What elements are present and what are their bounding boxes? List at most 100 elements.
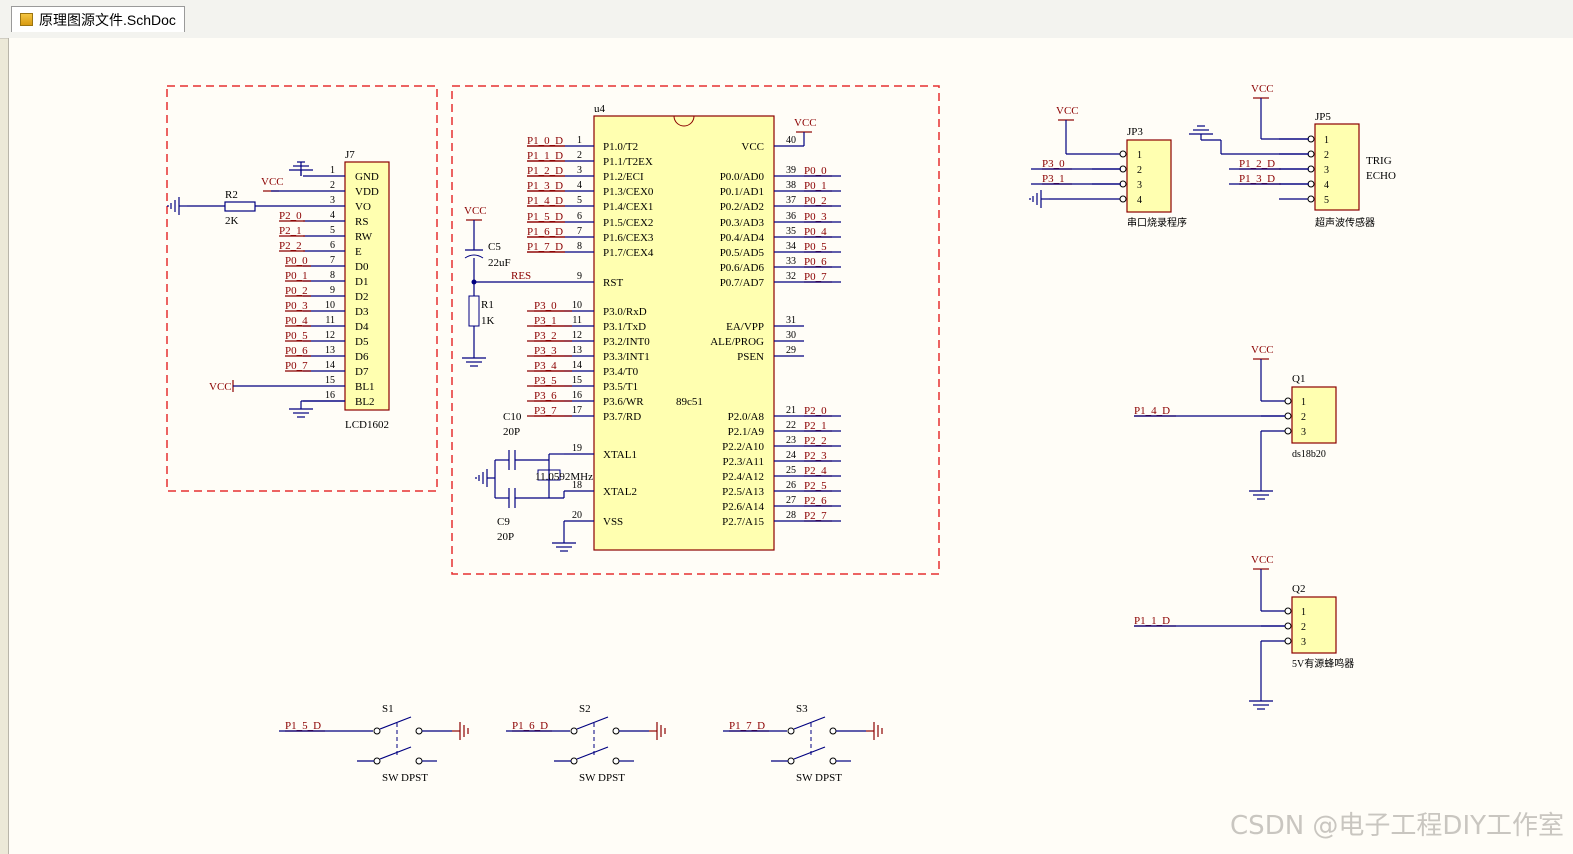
r1-value: 1K (481, 315, 495, 327)
switch-contact (829, 727, 837, 735)
net-label: P1_2_D (1239, 158, 1275, 170)
net-label: P0_1 (285, 270, 308, 282)
q1-body (1291, 386, 1337, 444)
net-label: P0_0 (804, 165, 827, 177)
net-label: P0_4 (285, 315, 308, 327)
net-label: P3_0 (534, 300, 557, 312)
pin-number: 2 (1137, 165, 1142, 176)
net-label: P1_1_D (527, 150, 563, 162)
switch-ref: S2 (579, 703, 591, 715)
pin-name: P2.3/A11 (723, 456, 764, 468)
pin-name: P0.1/AD1 (720, 186, 764, 198)
switch-contact (570, 727, 578, 735)
net-label: P0_2 (285, 285, 308, 297)
pin-number: 13 (572, 345, 582, 356)
pin-name: P2.2/A10 (722, 441, 764, 453)
pin-number: 32 (786, 271, 796, 282)
c5-plate (464, 254, 484, 259)
pin-name: XTAL2 (603, 486, 637, 498)
net-label: P0_6 (285, 345, 308, 357)
pin-name: D1 (355, 276, 368, 288)
switch-lever (379, 746, 412, 760)
switch-contact (570, 757, 578, 765)
pin-number: 2 (1324, 150, 1329, 161)
u4-value: 89c51 (676, 396, 703, 408)
net-label: P0_6 (804, 256, 827, 268)
c5-value: 22uF (488, 257, 511, 269)
pin-number: 6 (577, 211, 582, 222)
pin-name: P1.3/CEX0 (603, 186, 654, 198)
pin-name: P1.4/CEX1 (603, 201, 653, 213)
pin-number: 14 (325, 360, 335, 371)
net-label: P3_4 (534, 360, 557, 372)
switch-lever (379, 716, 412, 730)
pin-number: 29 (786, 345, 796, 356)
pin-number: 30 (786, 330, 796, 341)
net-label: P2_4 (804, 465, 827, 477)
switch-contact (373, 757, 381, 765)
switch-contact (415, 727, 423, 735)
q1-ref: Q1 (1292, 373, 1305, 385)
net-label: P0_3 (804, 211, 827, 223)
pin-name: P0.2/AD2 (720, 201, 764, 213)
pin-name: P1.5/CEX2 (603, 217, 653, 229)
pin-name: P0.7/AD7 (720, 277, 765, 289)
pin-number: 3 (1324, 165, 1329, 176)
pin-name: D3 (355, 306, 369, 318)
jp3-ref: JP3 (1127, 126, 1143, 138)
pin-name: VDD (355, 186, 379, 198)
c10-ref: C10 (503, 411, 522, 423)
switch-lever (576, 716, 609, 730)
net-label: P2_6 (804, 495, 827, 507)
pin-name: P0.3/AD3 (720, 217, 765, 229)
pin-number: 23 (786, 435, 796, 446)
pin-number: 33 (786, 256, 796, 267)
pin-number: 6 (330, 240, 335, 251)
pin-number: 1 (1137, 150, 1142, 161)
net-label: P1_3_D (527, 180, 563, 192)
net-label: P1_5_D (527, 211, 563, 223)
vcc-label: VCC (1251, 83, 1274, 95)
net-label: P3_7 (534, 405, 557, 417)
pin-number: 2 (577, 150, 582, 161)
pin-number: 9 (330, 285, 335, 296)
pin-name: P3.4/T0 (603, 366, 639, 378)
pin-name: P1.0/T2 (603, 141, 638, 153)
pin-number: 5 (1324, 195, 1329, 206)
pin-name: P2.4/A12 (722, 471, 764, 483)
pin-number: 8 (577, 241, 582, 252)
pin-number: 7 (577, 226, 582, 237)
pin-number: 27 (786, 495, 796, 506)
net-label: P0_2 (804, 195, 827, 207)
switch-contact (787, 727, 795, 735)
c10-value: 20P (503, 426, 520, 438)
pin-number: 2 (1301, 622, 1306, 633)
net-label: P0_7 (285, 360, 308, 372)
net-label: P0_0 (285, 255, 308, 267)
pin-number: 31 (786, 315, 796, 326)
net-label: P2_1 (804, 420, 827, 432)
pin-name: P0.0/AD0 (720, 171, 765, 183)
mcu-group-box (451, 85, 940, 575)
u4-notch (673, 115, 695, 127)
net-label: P2_7 (804, 510, 827, 522)
jp3-body (1126, 139, 1172, 213)
pin-number: 35 (786, 226, 796, 237)
pin-number: 24 (786, 450, 796, 461)
net-label: P0_4 (804, 226, 827, 238)
net-label: RES (511, 270, 531, 282)
pin-dot (1284, 397, 1292, 405)
r2-body (224, 201, 256, 212)
pin-number: 17 (572, 405, 582, 416)
document-tab[interactable]: 原理图源文件.SchDoc (11, 6, 185, 32)
pin-number: 16 (325, 390, 335, 401)
net-label: P2_2 (279, 240, 302, 252)
pin-name: P3.5/T1 (603, 381, 638, 393)
vcc-label: VCC (209, 381, 232, 393)
pin-name: P2.6/A14 (722, 501, 764, 513)
vcc-label: VCC (1251, 344, 1274, 356)
net-label: P2_1 (279, 225, 302, 237)
crystal-body (537, 469, 561, 481)
pin-name: P1.2/ECI (603, 171, 644, 183)
